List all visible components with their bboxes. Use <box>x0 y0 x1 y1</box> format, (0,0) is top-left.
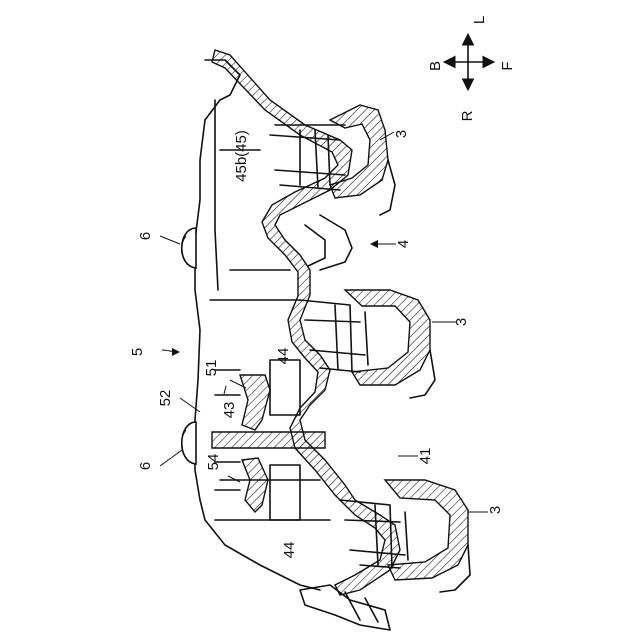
connector-stub <box>300 585 390 630</box>
direction-right: R <box>459 110 476 121</box>
direction-front: F <box>499 61 516 70</box>
label-51: 51 <box>203 360 220 377</box>
rib-51 <box>240 375 270 430</box>
label-3-bottom: 3 <box>487 506 504 514</box>
rib-54 <box>242 458 268 512</box>
direction-back: B <box>427 61 444 71</box>
label-45b: 45b(45) <box>233 130 250 182</box>
label-3-top: 3 <box>393 130 410 138</box>
rib-43 <box>212 432 325 448</box>
label-41: 41 <box>417 448 434 465</box>
label-54: 54 <box>205 454 222 471</box>
label-44-lower: 44 <box>281 542 298 559</box>
label-4: 4 <box>395 240 412 248</box>
direction-indicator: L R F B <box>427 16 516 122</box>
label-44-upper: 44 <box>275 348 292 365</box>
direction-left: L <box>471 16 488 24</box>
label-5: 5 <box>129 348 146 356</box>
label-43: 43 <box>221 402 238 419</box>
mounting-boss-upper <box>182 228 197 268</box>
mounting-boss-lower <box>182 422 197 464</box>
partition-4 <box>305 215 352 270</box>
label-6-upper: 6 <box>137 232 154 240</box>
label-52: 52 <box>157 390 174 407</box>
label-6-lower: 6 <box>137 462 154 470</box>
